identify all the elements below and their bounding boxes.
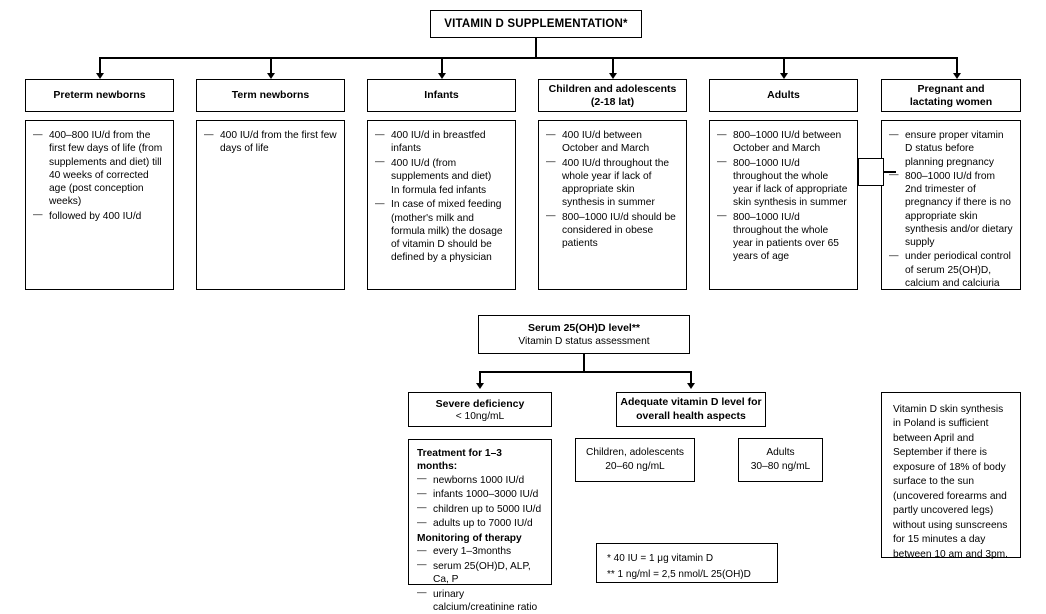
- list-item: urinary calcium/creatinine ratio: [417, 587, 544, 614]
- treatment-box: Treatment for 1–3 months: newborns 1000 …: [408, 439, 552, 613]
- treatment-heading: Treatment for 1–3 months:: [417, 448, 502, 473]
- range-label: Adults: [766, 447, 795, 459]
- serum-level-box: Serum 25(OH)D level** Vitamin D status a…: [478, 315, 690, 354]
- category-header-label: Children and adolescents: [548, 82, 677, 95]
- branch-line-3: [441, 57, 443, 74]
- serum-level-title: Serum 25(OH)D level**: [527, 322, 641, 334]
- category-header-adults: Adults: [709, 79, 858, 112]
- skin-synthesis-note-text: Vitamin D skin synthesis in Poland is su…: [893, 404, 1008, 560]
- recommendation-list: 400 IU/d between October and March 400 I…: [546, 129, 679, 250]
- adequate-level-line2: overall health aspects: [636, 409, 746, 422]
- category-body-adults: 800–1000 IU/d between October and March …: [709, 120, 858, 290]
- category-body-preterm-newborns: 400–800 IU/d from the first few days of …: [25, 120, 174, 290]
- range-box-children-adolescents-range: Children, adolescents 20–60 ng/mL: [575, 438, 695, 482]
- recommendation-list: ensure proper vitamin D status before pl…: [889, 129, 1013, 290]
- footnote-line-1: * 40 IU = 1 μg vitamin D: [607, 553, 714, 564]
- category-header-label: Adults: [767, 89, 800, 102]
- list-item: newborns 1000 IU/d: [417, 473, 544, 487]
- list-item: ensure proper vitamin D status before pl…: [889, 129, 1013, 169]
- list-item: 400 IU/d between October and March: [546, 129, 679, 156]
- recommendation-list: 400–800 IU/d from the first few days of …: [33, 129, 166, 223]
- branch-line-4: [612, 57, 614, 74]
- range-value: 30–80 ng/mL: [750, 461, 811, 472]
- category-header-preterm-newborns: Preterm newborns: [25, 79, 174, 112]
- range-box-adults-range: Adults 30–80 ng/mL: [738, 438, 823, 482]
- list-item: serum 25(OH)D, ALP, Ca, P: [417, 559, 544, 587]
- monitoring-heading: Monitoring of therapy: [417, 532, 522, 544]
- branch-line-6: [956, 57, 958, 74]
- category-header-label: Preterm newborns: [53, 89, 146, 102]
- adequate-level-box: Adequate vitamin D level for overall hea…: [616, 392, 766, 427]
- list-item: 400 IU/d throughout the whole year if la…: [546, 156, 679, 210]
- serum-stem: [583, 354, 585, 372]
- adequate-level-line1: Adequate vitamin D level for: [620, 395, 762, 408]
- severe-deficiency-title: Severe deficiency: [435, 397, 525, 410]
- category-body-pregnant-lactating: ensure proper vitamin D status before pl…: [881, 120, 1021, 290]
- list-item: 400 IU/d in breastfed infants: [375, 129, 508, 156]
- serum-branch-arrow-left: [476, 383, 484, 389]
- category-header-children-adolescents: Children and adolescents (2-18 lat): [538, 79, 687, 112]
- serum-branch-arrow-right: [687, 383, 695, 389]
- branch-arrow-5: [780, 73, 788, 79]
- list-item: children up to 5000 IU/d: [417, 502, 544, 516]
- range-label: Children, adolescents: [586, 447, 684, 459]
- category-header-pregnant-lactating: Pregnant and lactating women: [881, 79, 1021, 112]
- flowchart-canvas: VITAMIN D SUPPLEMENTATION* Preterm newbo…: [0, 0, 1046, 596]
- branch-line-5: [783, 57, 785, 74]
- category-body-infants: 400 IU/d in breastfed infants 400 IU/d (…: [367, 120, 516, 290]
- adults-pregnant-connector: [858, 158, 884, 186]
- adults-pregnant-connector-stub: [884, 171, 896, 173]
- category-header-label: Infants: [424, 89, 459, 102]
- recommendation-list: 400 IU/d from the first few days of life: [204, 129, 337, 156]
- branch-line-2: [270, 57, 272, 74]
- severe-deficiency-box: Severe deficiency < 10ng/mL: [408, 392, 552, 427]
- serum-level-subtitle: Vitamin D status assessment: [518, 336, 650, 347]
- footnotes-box: * 40 IU = 1 μg vitamin D ** 1 ng/ml = 2,…: [596, 543, 778, 583]
- list-item: 800–1000 IU/d should be considered in ob…: [546, 210, 679, 251]
- severe-deficiency-value: < 10ng/mL: [455, 410, 505, 422]
- recommendation-list: 400 IU/d in breastfed infants 400 IU/d (…: [375, 129, 508, 265]
- list-item: every 1–3months: [417, 545, 544, 558]
- title-box: VITAMIN D SUPPLEMENTATION*: [430, 10, 642, 38]
- list-item: 400–800 IU/d from the first few days of …: [33, 129, 166, 209]
- list-item: 800–1000 IU/d from 2nd trimester of preg…: [889, 169, 1013, 250]
- category-header-sublabel: (2-18 lat): [590, 95, 635, 108]
- recommendation-list: 800–1000 IU/d between October and March …: [717, 129, 850, 264]
- serum-branch-right: [690, 371, 692, 384]
- category-header-sublabel: lactating women: [909, 95, 993, 108]
- title-stem: [535, 38, 537, 58]
- list-item: followed by 400 IU/d: [33, 209, 166, 223]
- branch-arrow-2: [267, 73, 275, 79]
- serum-branch-left: [479, 371, 481, 384]
- category-header-label: Term newborns: [231, 89, 310, 102]
- list-item: In formula fed infants: [391, 185, 487, 196]
- footnote-line-2: ** 1 ng/ml = 2,5 nmol/L 25(OH)D: [607, 568, 751, 580]
- list-item: under periodical control of serum 25(OH)…: [889, 250, 1013, 290]
- branch-arrow-4: [609, 73, 617, 79]
- branch-arrow-1: [96, 73, 104, 79]
- list-item: 400 IU/d from the first few days of life: [204, 129, 337, 156]
- list-item: 400 IU/d (from supplements and diet): [375, 156, 508, 184]
- branch-line-1: [99, 57, 101, 74]
- list-item: infants 1000–3000 IU/d: [417, 488, 544, 501]
- category-header-label: Pregnant and: [917, 82, 985, 95]
- treatment-list: newborns 1000 IU/d infants 1000–3000 IU/…: [417, 473, 544, 531]
- category-body-term-newborns: 400 IU/d from the first few days of life: [196, 120, 345, 290]
- title-label: VITAMIN D SUPPLEMENTATION*: [444, 17, 628, 30]
- list-item: adults up to 7000 IU/d: [417, 517, 544, 530]
- branch-arrow-6: [953, 73, 961, 79]
- list-item: 800–1000 IU/d throughout the whole year …: [717, 156, 850, 210]
- range-value: 20–60 ng/mL: [605, 461, 665, 472]
- category-header-infants: Infants: [367, 79, 516, 112]
- distribution-bar: [100, 57, 958, 59]
- list-item: In case of mixed feeding (mother's milk …: [375, 198, 508, 264]
- monitoring-list: every 1–3months serum 25(OH)D, ALP, Ca, …: [417, 545, 544, 614]
- list-item: 800–1000 IU/d between October and March: [717, 129, 850, 156]
- category-header-term-newborns: Term newborns: [196, 79, 345, 112]
- list-item: 800–1000 IU/d throughout the whole year …: [717, 210, 850, 264]
- skin-synthesis-note-box: Vitamin D skin synthesis in Poland is su…: [881, 392, 1021, 560]
- branch-arrow-3: [438, 73, 446, 79]
- serum-split-bar: [479, 371, 691, 373]
- category-body-children-adolescents: 400 IU/d between October and March 400 I…: [538, 120, 687, 290]
